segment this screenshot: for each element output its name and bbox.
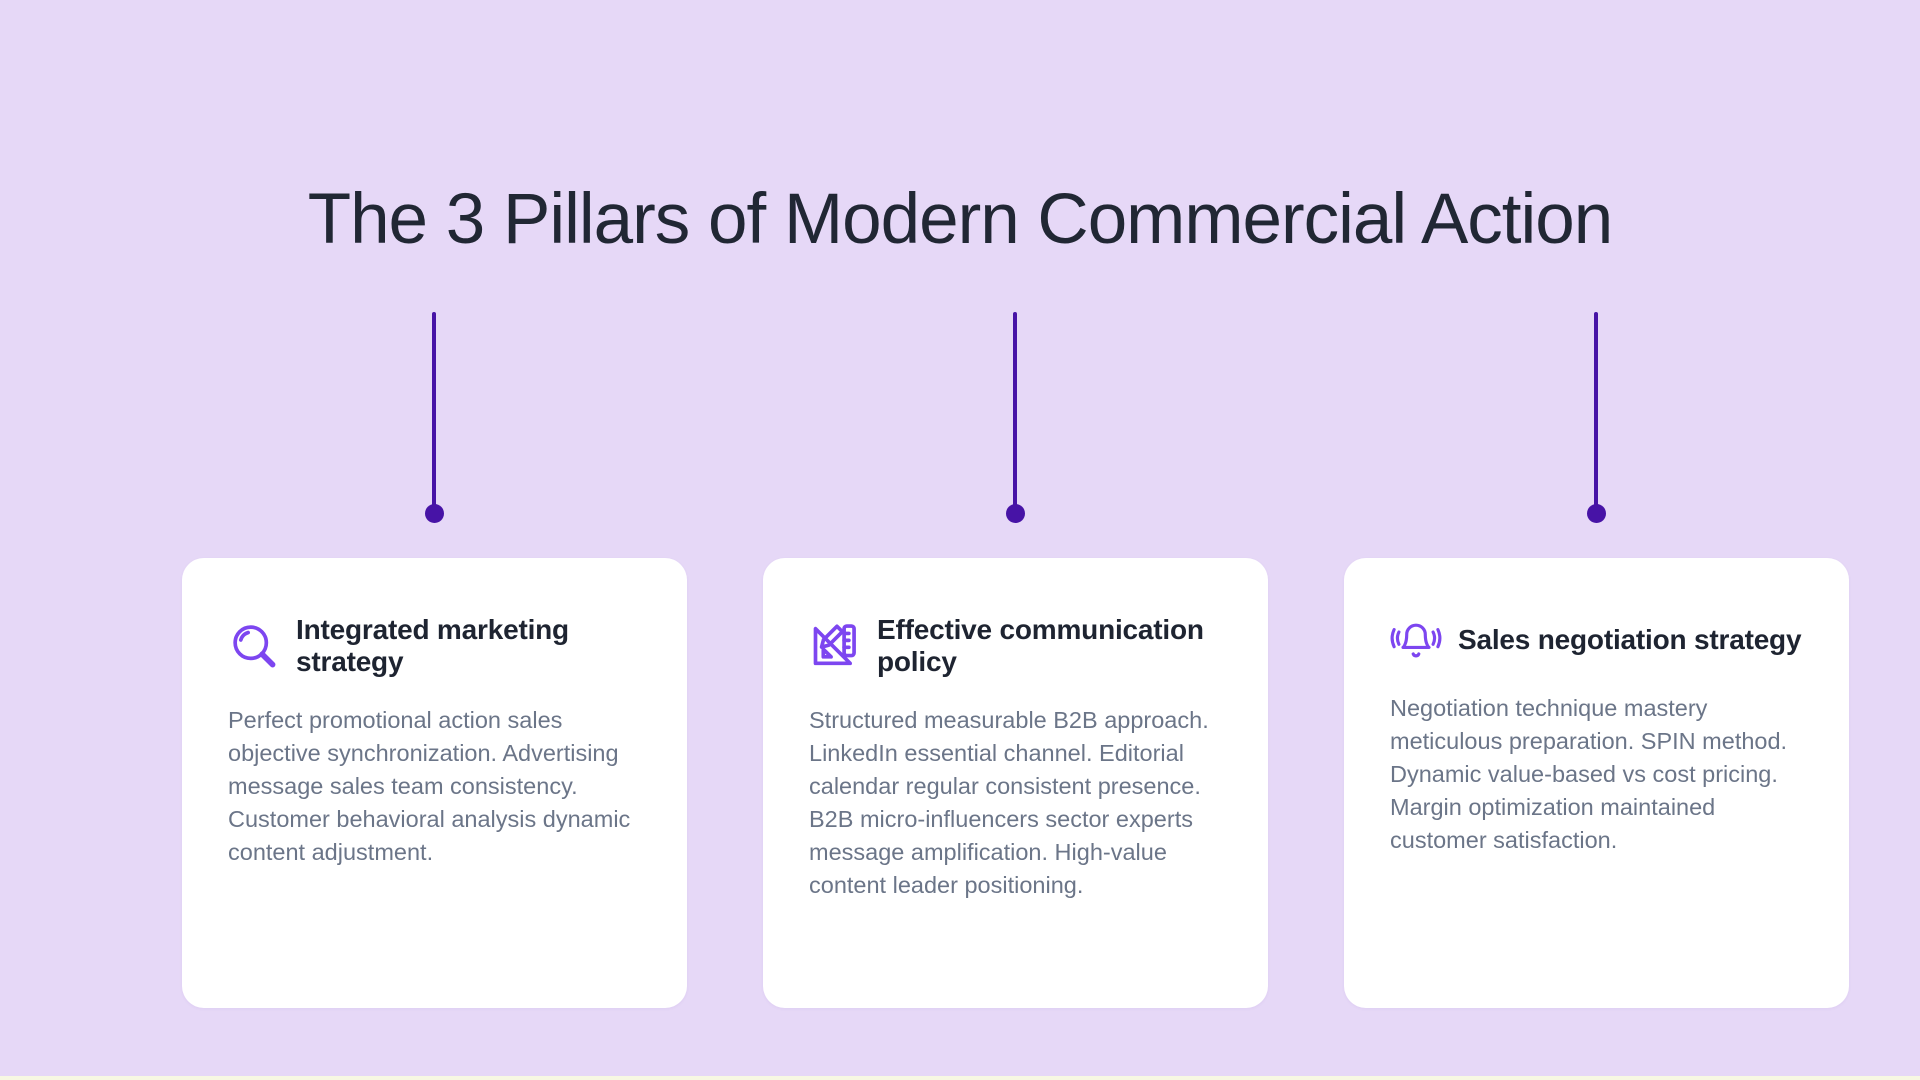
pillar-card-marketing: Integrated marketing strategy Perfect pr… bbox=[182, 558, 687, 1008]
drafting-tools-icon bbox=[809, 620, 861, 672]
pillar-description: Structured measurable B2B approach. Link… bbox=[809, 707, 1209, 898]
connector-line bbox=[432, 312, 436, 508]
pillar-title: Effective communication policy bbox=[877, 614, 1204, 677]
connector-dot bbox=[1005, 504, 1025, 523]
card-header: Effective communication policy bbox=[809, 614, 1252, 678]
bottom-edge-strip bbox=[0, 1076, 1920, 1080]
connector-line bbox=[1594, 312, 1598, 508]
connector-pillar-2 bbox=[1005, 312, 1025, 523]
pillar-card-communication: Effective communication policy Structure… bbox=[763, 558, 1268, 1008]
bell-ring-icon bbox=[1390, 614, 1442, 666]
card-header: Integrated marketing strategy bbox=[228, 614, 671, 678]
card-header: Sales negotiation strategy bbox=[1390, 614, 1833, 666]
pillar-title: Integrated marketing strategy bbox=[296, 614, 569, 677]
connector-dot bbox=[424, 504, 444, 523]
connector-dot bbox=[1586, 504, 1606, 523]
pillar-title: Sales negotiation strategy bbox=[1458, 624, 1802, 655]
connector-pillar-3 bbox=[1586, 312, 1606, 523]
slide-title: The 3 Pillars of Modern Commercial Actio… bbox=[307, 180, 1614, 259]
pillar-card-negotiation: Sales negotiation strategy Negotiation t… bbox=[1344, 558, 1849, 1008]
magnifier-icon bbox=[228, 620, 280, 672]
connector-line bbox=[1013, 312, 1017, 508]
connector-pillar-1 bbox=[424, 312, 444, 523]
pillar-description: Perfect promotional action sales objecti… bbox=[228, 707, 631, 865]
pillar-description: Negotiation technique mastery meticulous… bbox=[1390, 695, 1788, 853]
